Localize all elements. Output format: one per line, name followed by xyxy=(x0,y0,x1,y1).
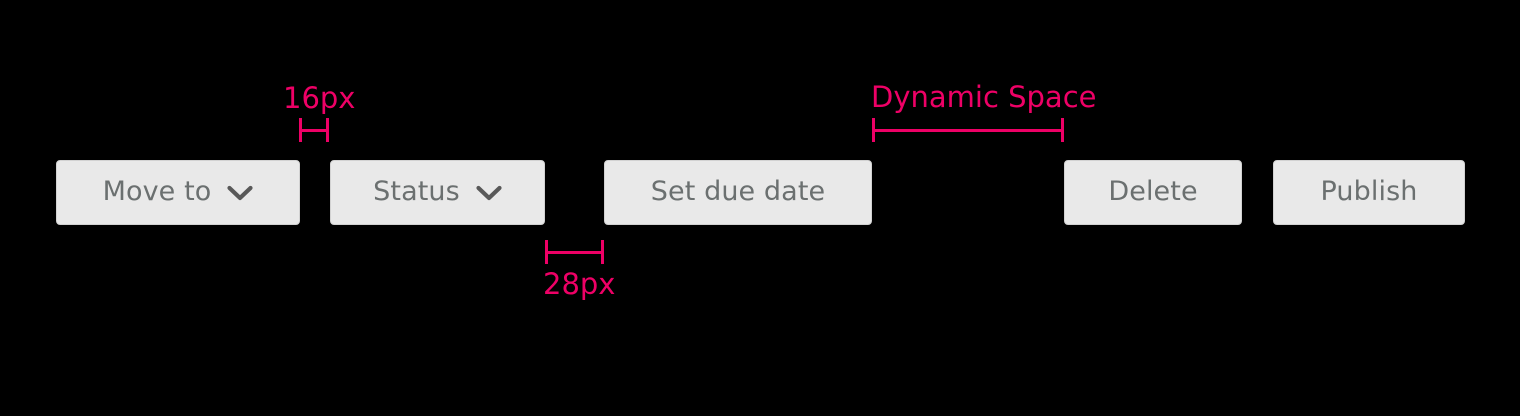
set-due-date-button-label: Set due date xyxy=(650,176,826,207)
gap-28-dimension-marker xyxy=(545,240,604,264)
chevron-down-icon xyxy=(227,185,253,201)
dimension-cap-left xyxy=(872,118,875,142)
publish-button-label: Publish xyxy=(1320,176,1418,207)
dimension-cap-left xyxy=(545,240,548,264)
dimension-cap-left xyxy=(299,118,302,142)
dimension-cap-right xyxy=(326,118,329,142)
publish-button[interactable]: Publish xyxy=(1273,160,1465,225)
delete-button[interactable]: Delete xyxy=(1064,160,1242,225)
dimension-cap-right xyxy=(601,240,604,264)
dynamic-space-label: Dynamic Space xyxy=(871,80,1097,114)
dimension-bar xyxy=(872,128,1064,132)
gap-28-label: 28px xyxy=(543,267,616,301)
status-button[interactable]: Status xyxy=(330,160,545,225)
chevron-down-icon xyxy=(476,185,502,201)
gap-16-label: 16px xyxy=(283,81,356,115)
move-to-button-label: Move to xyxy=(102,176,212,207)
dimension-bar xyxy=(545,250,604,254)
dynamic-space-dimension-marker xyxy=(872,118,1064,142)
move-to-button[interactable]: Move to xyxy=(56,160,300,225)
status-button-label: Status xyxy=(373,176,460,207)
dimension-bar xyxy=(299,128,329,132)
delete-button-label: Delete xyxy=(1108,176,1198,207)
gap-16-dimension-marker xyxy=(299,118,329,142)
set-due-date-button[interactable]: Set due date xyxy=(604,160,872,225)
dimension-cap-right xyxy=(1061,118,1064,142)
